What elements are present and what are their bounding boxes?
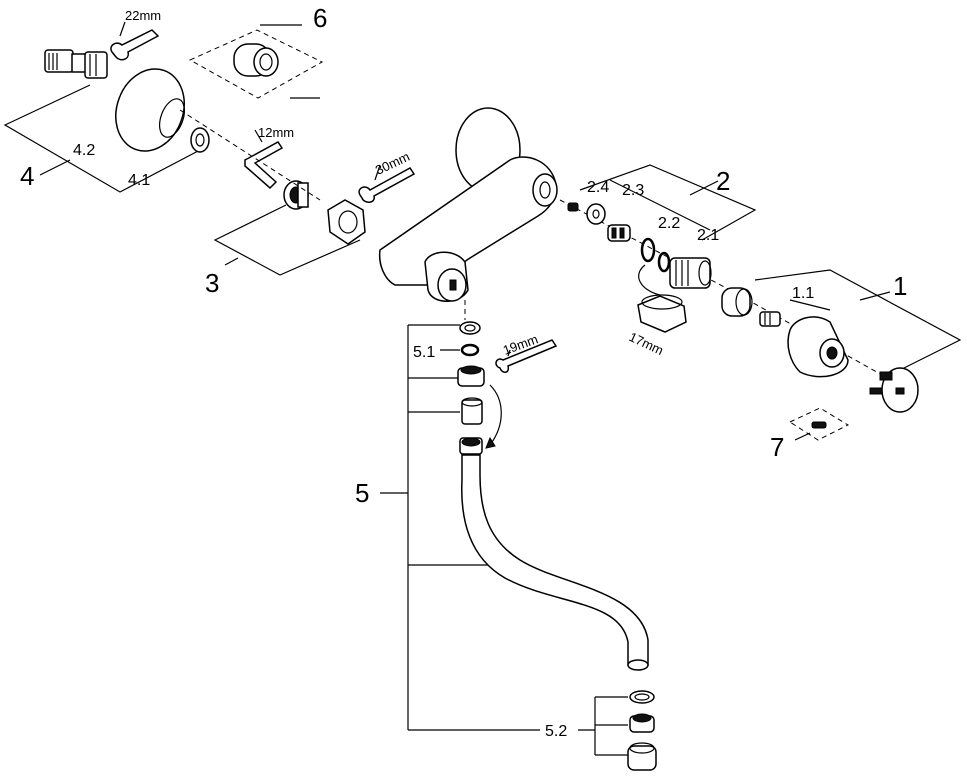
tool-size-22mm: 22mm: [125, 8, 161, 23]
label-2-3: 2.3: [622, 182, 644, 199]
group-7-bracket: [788, 407, 850, 441]
label-3: 3: [205, 268, 219, 298]
threaded-connector-part: [283, 180, 309, 210]
aerator-housing-part: [627, 742, 657, 771]
hex-key-12-icon: [244, 141, 284, 190]
spout-sleeve-part: [461, 397, 483, 425]
aerator-insert-part: [629, 713, 655, 733]
o-ring-part: [640, 237, 671, 273]
tool-size-17mm: 17mm: [627, 329, 666, 358]
spindle-part: [607, 224, 631, 242]
mixer-body-part: [378, 107, 558, 302]
label-2-4: 2.4: [587, 179, 609, 196]
tool-size-12mm: 12mm: [258, 125, 294, 140]
group-6-bracket: [188, 24, 324, 99]
group-5-bracket: [380, 324, 628, 756]
label-2: 2: [716, 166, 730, 196]
socket-17-icon: [637, 264, 687, 333]
spout-o-ring-part: [460, 343, 480, 357]
label-5-2: 5.2: [545, 723, 567, 740]
reducer-part: [233, 43, 279, 77]
spout-nut-part: [457, 365, 485, 387]
group-4-bracket: [3, 84, 201, 193]
label-1-1: 1.1: [792, 285, 814, 302]
small-washer-part: [586, 203, 606, 225]
aerator-washer-part: [629, 690, 655, 704]
label-2-1: 2.1: [697, 227, 719, 244]
adapter-part: [44, 49, 108, 79]
label-4-2: 4.2: [73, 142, 95, 159]
label-4-1: 4.1: [128, 172, 150, 189]
wrench-19-icon: [495, 339, 558, 373]
group-2-bracket: [579, 164, 757, 241]
spout-part: [459, 437, 649, 671]
label-1: 1: [893, 271, 907, 301]
label-6: 6: [313, 3, 327, 33]
spout-washer-part: [459, 321, 481, 335]
headpart-part: [669, 257, 712, 289]
group-3-bracket: [213, 204, 361, 276]
rosette-part: [115, 68, 185, 152]
hex-nut-part: [327, 199, 366, 245]
label-2-2: 2.2: [658, 215, 680, 232]
group-1-bracket: [754, 269, 962, 381]
small-part-7: [811, 421, 827, 429]
label-7: 7: [770, 432, 784, 462]
label-5-1: 5.1: [413, 344, 435, 361]
wrench-30-icon: [358, 167, 416, 203]
ring-part: [721, 287, 753, 317]
indicator-cap-part: [869, 367, 919, 413]
label-5: 5: [355, 478, 369, 508]
small-screw-part: [567, 202, 579, 212]
handle-knob-part: [787, 316, 849, 378]
washer-part: [190, 127, 210, 153]
wrench-22-icon: [110, 29, 160, 61]
label-4: 4: [20, 161, 34, 191]
adapter-screw-part: [759, 311, 781, 327]
